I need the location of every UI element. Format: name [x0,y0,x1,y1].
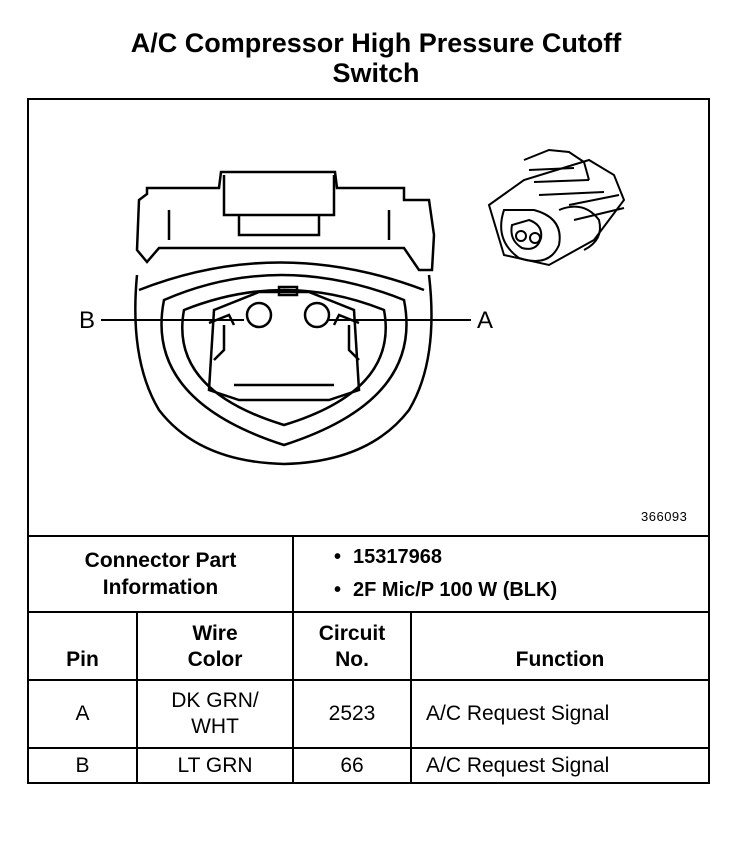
connector-housing-top [135,170,436,272]
part-description-item: 2F Mic/P 100 W (BLK) [334,574,708,607]
connector-drawing-area: B A 366093 [29,100,708,535]
connector-part-info-table: Connector Part Information 15317968 2F M… [29,535,708,613]
wire-header-line-1: Wire [192,622,238,645]
wire-color-header: Wire Color [136,611,294,681]
connector-isometric-view [487,148,626,267]
terminal-cavity [207,290,361,402]
circuit-cell: 2523 [292,679,412,749]
title-line-2: Switch [332,58,420,88]
function-header: Function [410,611,708,681]
wire-header-line-2: Color [187,648,243,671]
pin-cell: A [29,679,138,749]
title-line-1: A/C Compressor High Pressure Cutoff [130,28,622,58]
diagram-title: A/C Compressor High Pressure Cutoff Swit… [0,28,752,88]
latch-body [222,175,336,217]
circuit-header-line-1: Circuit [318,622,386,645]
connector-part-label: Connector Part Information [29,535,294,613]
wire-color-line-1: DK GRN/ [171,689,259,712]
pin-b-label: B [79,307,95,334]
terminal-b [245,301,273,329]
function-cell: A/C Request Signal [410,747,708,783]
connector-frame: B A 366093 Connector Part Information 15… [27,98,710,784]
connector-label-line-1: Connector Part [84,549,237,572]
figure-number: 366093 [641,509,688,524]
wire-color-line-2: WHT [191,715,239,738]
pin-table-header: Pin Wire Color Circuit No. Function [29,611,708,681]
circuit-cell: 66 [292,747,412,783]
wire-color-cell: DK GRN/ WHT [136,679,294,749]
function-cell: A/C Request Signal [410,679,708,749]
pin-a-label: A [477,307,493,334]
connector-label-line-2: Information [102,576,219,599]
part-number-item: 15317968 [334,541,708,574]
wire-color-cell: LT GRN [136,747,294,783]
table-row: A DK GRN/ WHT 2523 A/C Request Signal [29,679,708,749]
table-row: B LT GRN 66 A/C Request Signal [29,747,708,783]
latch-tab [237,215,321,237]
connector-part-list: 15317968 2F Mic/P 100 W (BLK) [292,535,708,613]
connector-face-diagram: B A [79,148,626,466]
connector-housing-outer [134,274,433,466]
circuit-no-header: Circuit No. [292,611,412,681]
circuit-header-line-2: No. [335,648,369,671]
pin-cell: B [29,747,138,783]
terminal-a [303,301,331,329]
seal-ring-outer [160,273,408,447]
pin-header: Pin [29,611,138,681]
pin-table: Pin Wire Color Circuit No. Function A DK… [29,611,708,783]
